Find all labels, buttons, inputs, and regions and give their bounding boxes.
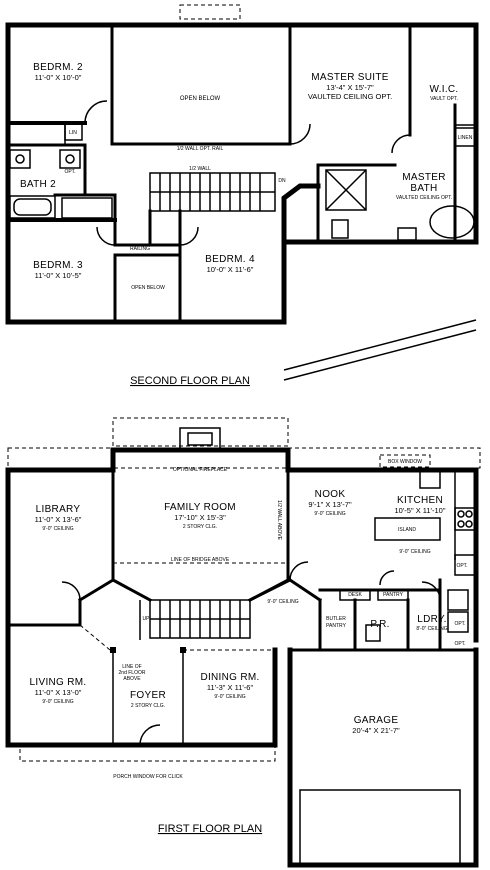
open-below-1-label: OPEN BELOW: [180, 96, 221, 102]
first-floor-plan: OPTIONAL FIREPLACE BOX WINDOW LIBRARY 11…: [5, 417, 481, 868]
pr-label: P.R.: [370, 619, 389, 630]
bedrm3-label: BEDRM. 3: [33, 260, 83, 271]
opt-1-label: OPT.: [456, 563, 467, 569]
roof-line: [179, 4, 241, 20]
fireplace-icon: [179, 427, 221, 451]
bridge-line-label: LINE OF BRIDGE ABOVE: [171, 557, 230, 563]
wic-note: VAULT OPT.: [430, 96, 458, 102]
bedrm2-dim: 11'-0" X 10'-0": [35, 73, 82, 82]
line-2nd-floor-1: LINE OF: [122, 664, 141, 670]
open-below-1-box: [110, 23, 292, 146]
nook-note: 9'-0" CEILING: [314, 511, 345, 517]
nook-dim: 9'-1" X 13'-7": [308, 500, 352, 509]
bedrm4-dim: 10'-0" X 11'-6": [207, 265, 254, 274]
foyer-note: 2 STORY CLG.: [131, 703, 165, 709]
master-suite-note: VAULTED CEILING OPT.: [308, 92, 392, 101]
up-label: UP: [143, 616, 151, 622]
library-label: LIBRARY: [36, 504, 81, 515]
library-dim: 11'-0" X 13'-6": [35, 515, 82, 524]
bedrm2-label: BEDRM. 2: [33, 62, 83, 73]
stair-first-floor: [149, 599, 251, 639]
optional-fireplace-label: OPTIONAL FIREPLACE: [173, 467, 228, 473]
first-floor-title: FIRST FLOOR PLAN: [158, 823, 262, 835]
library-note: 9'-0" CEILING: [42, 526, 73, 532]
nook-label: NOOK: [315, 489, 346, 500]
garage-dim: 20'-4" X 21'-7": [352, 726, 400, 735]
ldry-note: 8'-0" CEILING: [416, 626, 447, 632]
dining-rm-label: DINING RM.: [200, 672, 259, 683]
range-icon: [454, 507, 476, 531]
dn-label: DN: [278, 178, 286, 184]
half-wall-opt-label: 1/2 WALL OPT. RAIL: [177, 146, 224, 152]
box-window-label: BOX WINDOW: [388, 459, 422, 465]
living-rm-note: 9'-0" CEILING: [42, 699, 73, 705]
master-suite-label: MASTER SUITE: [311, 72, 389, 83]
master-bath-note: VAULTED CEILING OPT.: [396, 195, 452, 201]
lin-label: LIN: [69, 130, 77, 136]
tub-icon: [429, 205, 475, 239]
island-box: [374, 517, 441, 541]
line-2nd-floor-3: ABOVE: [123, 676, 141, 682]
ldry-label: LDRY.: [417, 614, 446, 625]
open-below-2-label: OPEN BELOW: [131, 285, 165, 291]
family-room-note: 2 STORY CLG.: [183, 524, 217, 530]
master-bath-label-1: MASTER: [402, 172, 445, 183]
pantry-label: PANTRY: [383, 592, 403, 598]
sink-icon: [9, 149, 31, 169]
bath2-label: BATH 2: [20, 179, 56, 190]
bedrm4-label: BEDRM. 4: [205, 254, 255, 265]
wic-label: W.I.C.: [429, 84, 458, 95]
foyer-label: FOYER: [130, 690, 166, 701]
master-bath-label-2: BATH: [410, 183, 437, 194]
second-floor-title: SECOND FLOOR PLAN: [130, 375, 250, 387]
bath2-opt-label: OPT.: [64, 169, 75, 175]
half-wall-label: 1/2 WALL: [189, 166, 211, 172]
family-room-label: FAMILY ROOM: [164, 502, 236, 513]
break-line: [283, 329, 477, 381]
dining-rm-note: 9'-0" CEILING: [214, 694, 245, 700]
line-2nd-floor-2: 2nd FLOOR: [119, 670, 146, 676]
porch-note-label: PORCH WINDOW FOR CLICK: [113, 774, 183, 780]
stair-second-floor: [149, 172, 276, 212]
family-room-dim: 17'-10" X 15'-3": [174, 513, 226, 522]
linen-label: LINEN: [458, 135, 473, 141]
island-label: ISLAND: [398, 527, 416, 533]
master-suite-dim: 13'-4" X 15'-7": [326, 83, 374, 92]
living-rm-label: LIVING RM.: [30, 677, 87, 688]
kitchen-ceiling-label: 9'-0" CEILING: [399, 549, 430, 555]
opt-2-label: OPT.: [454, 621, 465, 627]
butler-pantry-label-1: BUTLER: [326, 616, 346, 622]
bedrm3-dim: 11'-0" X 10'-5": [35, 271, 82, 280]
second-floor-plan: BEDRM. 2 11'-0" X 10'-0" OPEN BELOW 1/2 …: [5, 4, 479, 387]
half-wall-right-label: 1/2 WALL ABOVE: [276, 500, 282, 541]
kitchen-dim: 10'-5" X 11'-10": [395, 506, 446, 515]
kitchen-label: KITCHEN: [397, 495, 443, 506]
toilet-icon: [331, 219, 349, 239]
outer-wall-top: [5, 22, 479, 245]
butler-pantry-label-2: PANTRY: [326, 623, 346, 629]
stair-ceiling-label: 9'-0" CEILING: [267, 599, 298, 605]
desk-label: DESK: [348, 592, 362, 598]
living-rm-dim: 11'-0" X 13'-0": [35, 688, 82, 697]
opt-3-label: OPT.: [454, 641, 465, 647]
railing-label: RAILING: [130, 246, 150, 252]
dining-rm-dim: 11'-3" X 11'-6": [207, 683, 254, 692]
garage-door: [299, 789, 461, 866]
garage-label: GARAGE: [354, 715, 399, 726]
pr-toilet-icon: [365, 624, 381, 642]
shower-icon: [325, 169, 367, 211]
